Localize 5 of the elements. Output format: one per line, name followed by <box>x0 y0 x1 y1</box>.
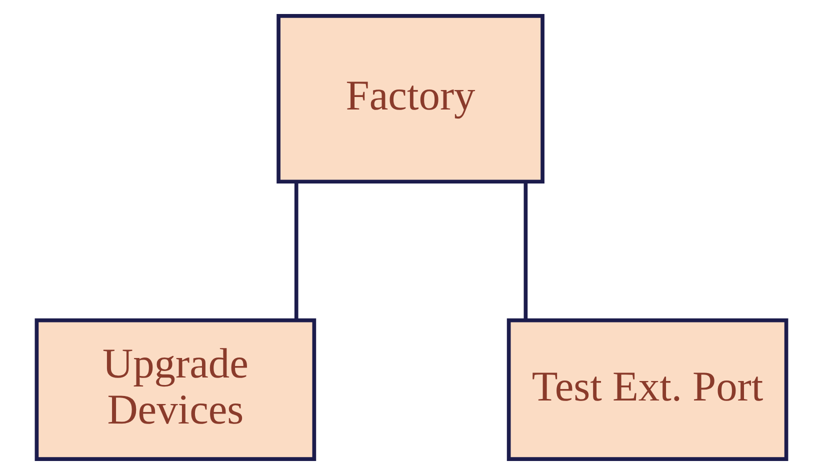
connector <box>523 182 528 320</box>
node-box: Upgrade Devices <box>34 318 316 462</box>
connector <box>294 182 298 320</box>
node-box: Test Ext. Port <box>506 318 788 462</box>
node-box: Factory <box>276 14 544 184</box>
